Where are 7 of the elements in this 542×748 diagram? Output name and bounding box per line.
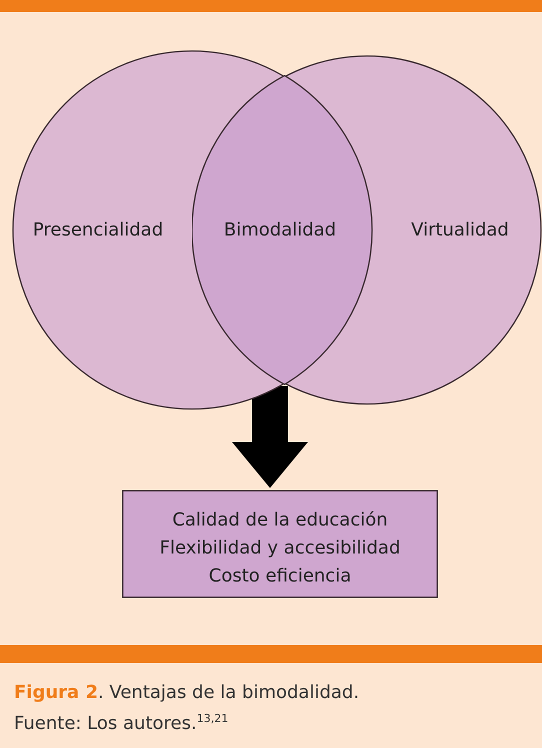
- circle-label: Presencialidad: [32, 220, 164, 240]
- benefit-text: Calidad de la educación: [172, 510, 388, 530]
- benefit-text: Costo eficiencia: [208, 566, 352, 586]
- figure-caption: Figura 2. Ventajas de la bimodalidad. Fuente: Los autores.$^{13,21}$: [14, 681, 360, 736]
- circle-label: Virtualidad: [411, 220, 509, 240]
- benefit-text: Flexibilidad y accesibilidad: [160, 538, 400, 558]
- circle-label: Bimodalidad: [224, 220, 336, 240]
